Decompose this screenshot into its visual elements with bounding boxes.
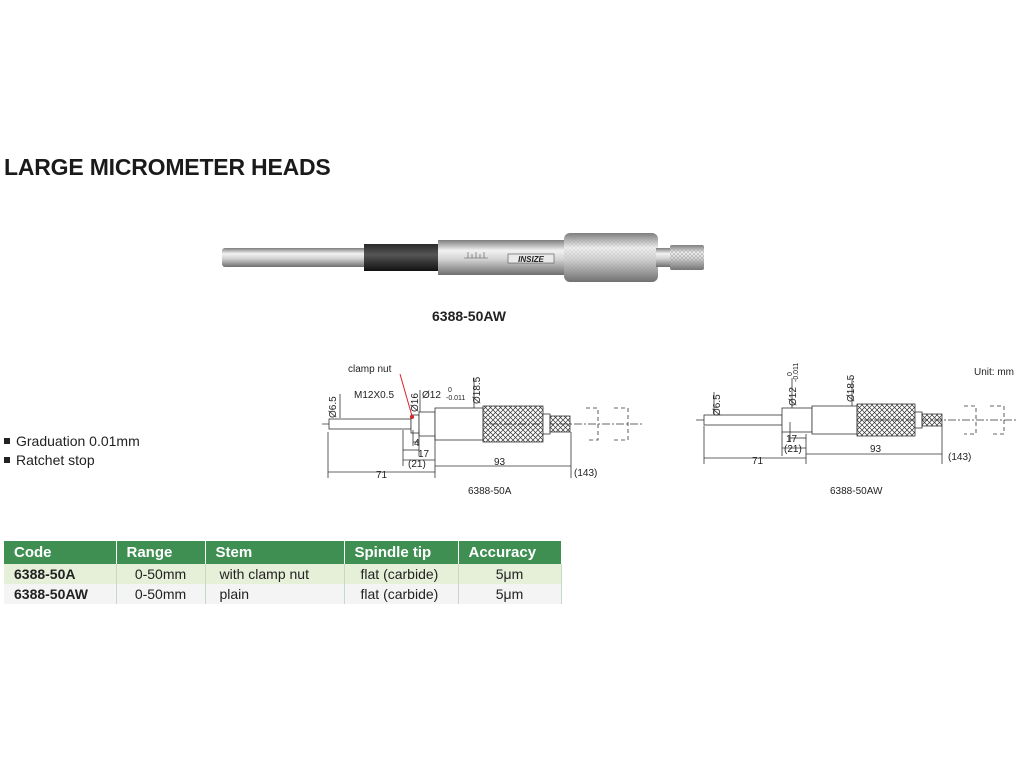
clamp-nut-label: clamp nut (348, 364, 392, 375)
table-row: 6388-50A 0-50mm with clamp nut flat (car… (4, 564, 562, 584)
spindle-diameter-label: Ø6.5 (712, 394, 723, 416)
cell-range: 0-50mm (116, 564, 206, 584)
cell-accuracy: 5μm (458, 584, 562, 604)
col-header-range: Range (116, 541, 206, 564)
stem-tolerance-top: 0 (448, 387, 452, 394)
nut-diameter-label: Ø16 (410, 393, 421, 412)
unit-label: Unit: mm (974, 367, 1014, 378)
dim-143: (143) (574, 468, 597, 479)
cell-accuracy: 5μm (458, 564, 562, 584)
feature-item: Ratchet stop (4, 451, 140, 470)
cell-spindle-tip: flat (carbide) (344, 564, 459, 584)
dim-71: 71 (752, 456, 764, 467)
drawing-caption: 6388-50A (468, 486, 512, 497)
dim-17: 17 (418, 449, 430, 460)
page-title: LARGE MICROMETER HEADS (4, 154, 331, 180)
drawing-6388-50aw: Ø6.5 Ø12 0 -0.011 Ø18.5 17 (21) 71 93 (1… (696, 363, 1018, 497)
brand-logo: INSIZE (518, 255, 544, 264)
cell-code: 6388-50A (4, 564, 117, 584)
stem-diameter-label: Ø12 (422, 390, 441, 401)
cell-stem: with clamp nut (205, 564, 345, 584)
dim-93: 93 (870, 444, 882, 455)
dim-71: 71 (376, 470, 388, 481)
spindle-diameter-label: Ø6.5 (328, 396, 339, 418)
col-header-code: Code (4, 541, 117, 564)
photo-caption: 6388-50AW (432, 308, 506, 324)
dim-143: (143) (948, 452, 971, 463)
stem-tolerance-bottom: -0.011 (446, 395, 465, 402)
micrometer-head-photo: INSIZE (222, 233, 704, 282)
col-header-spindle-tip: Spindle tip (344, 541, 459, 564)
dim-21: (21) (408, 459, 426, 470)
drawing-6388-50a: clamp nut M12X0.5 Ø6.5 Ø16 Ø12 0 -0.011 … (322, 364, 644, 497)
thimble-diameter-label: Ø18.5 (846, 374, 857, 402)
table-header-row: Code Range Stem Spindle tip Accuracy (4, 541, 562, 564)
col-header-stem: Stem (205, 541, 345, 564)
feature-list: Graduation 0.01mm Ratchet stop (4, 432, 140, 470)
cell-stem: plain (205, 584, 345, 604)
drawing-caption: 6388-50AW (830, 486, 883, 497)
cell-code: 6388-50AW (4, 584, 117, 604)
thimble-diameter-label: Ø18.5 (472, 376, 483, 404)
spec-table: Code Range Stem Spindle tip Accuracy 638… (4, 541, 562, 604)
table-row: 6388-50AW 0-50mm plain flat (carbide) 5μ… (4, 584, 562, 604)
feature-item: Graduation 0.01mm (4, 432, 140, 451)
cell-spindle-tip: flat (carbide) (344, 584, 459, 604)
stem-tolerance-top: 0 (787, 372, 794, 376)
cell-range: 0-50mm (116, 584, 206, 604)
dim-93: 93 (494, 457, 506, 468)
stem-diameter-label: Ø12 (788, 387, 799, 406)
dim-17: 17 (786, 434, 798, 445)
dim-4: 4 (414, 438, 420, 449)
dim-21: (21) (784, 444, 802, 455)
thread-label: M12X0.5 (354, 390, 394, 401)
col-header-accuracy: Accuracy (458, 541, 562, 564)
stem-tolerance-bottom: -0.011 (793, 363, 800, 382)
